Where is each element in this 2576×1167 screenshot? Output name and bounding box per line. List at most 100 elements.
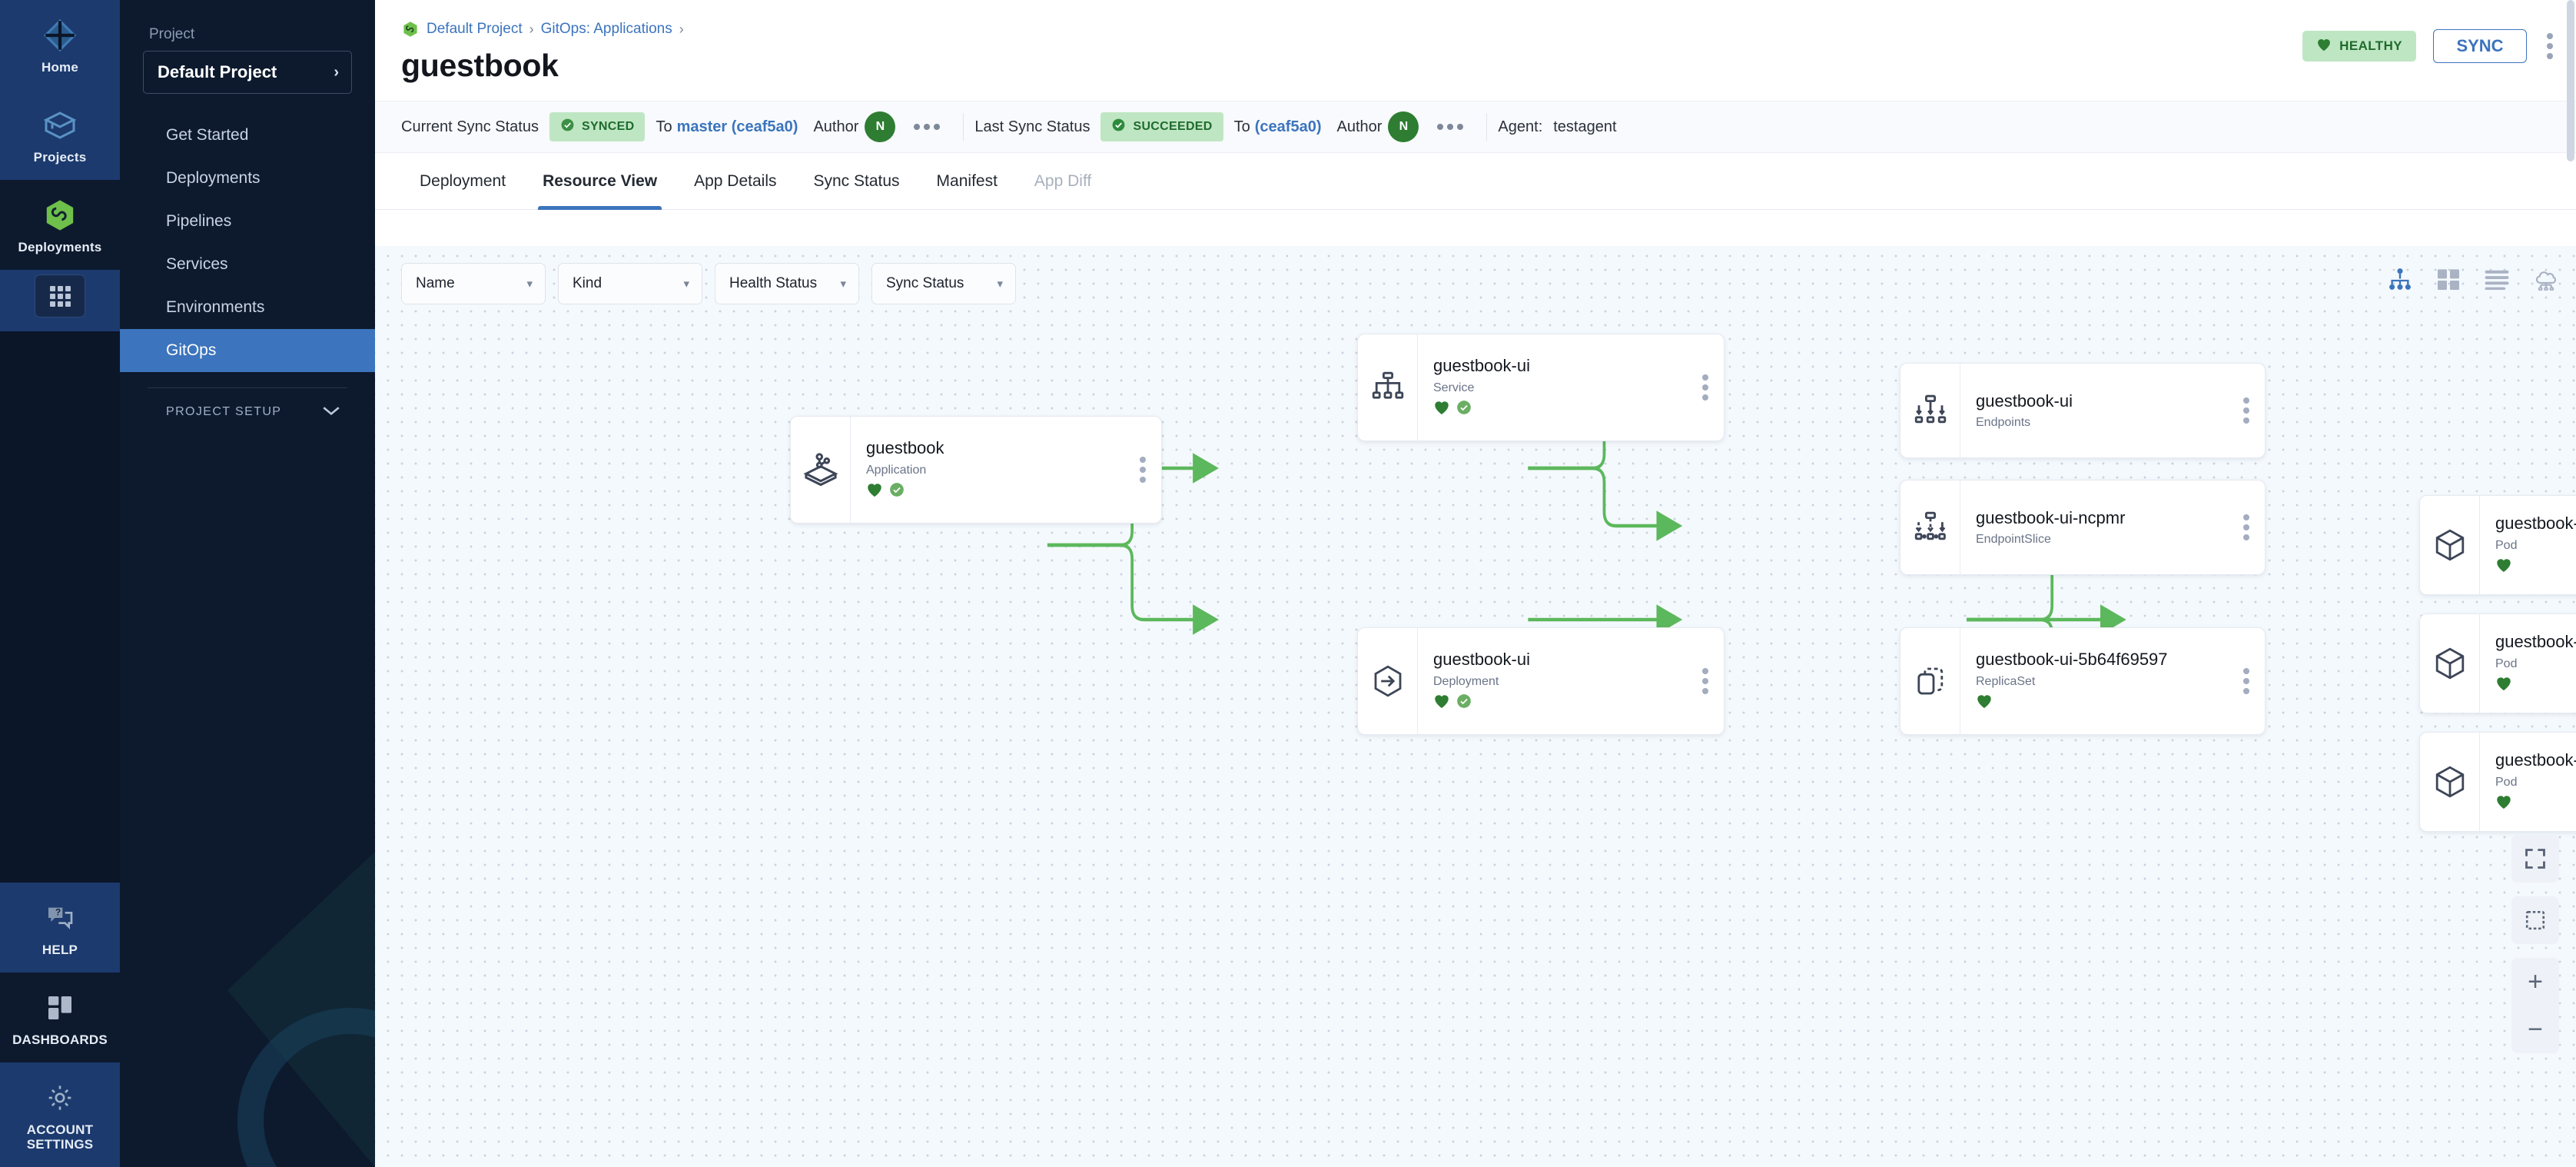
dashboards-icon bbox=[5, 989, 115, 1026]
rail-item-projects[interactable]: Projects bbox=[0, 90, 120, 181]
rail-item-home[interactable]: Home bbox=[0, 0, 120, 91]
replicaset-icon bbox=[1900, 628, 1960, 734]
graph-node-replicaset[interactable]: guestbook-ui-5b64f69597 ReplicaSet bbox=[1900, 627, 2266, 735]
node-menu-service[interactable] bbox=[1702, 374, 1724, 401]
node-menu-replicaset[interactable] bbox=[2243, 668, 2265, 694]
rail-label-account-settings: ACCOUNT SETTINGS bbox=[26, 1122, 94, 1152]
rail-item-deployments[interactable]: Deployments bbox=[0, 180, 120, 271]
breadcrumb-item-gitops-applications[interactable]: GitOps: Applications bbox=[540, 21, 672, 37]
graph-node-deployment[interactable]: guestbook-ui Deployment bbox=[1357, 627, 1725, 735]
network-view-icon[interactable] bbox=[2533, 268, 2559, 294]
gear-icon bbox=[5, 1079, 115, 1116]
zoom-out-icon[interactable]: − bbox=[2528, 1015, 2543, 1044]
node-kind-pod-1: Pod bbox=[2495, 538, 2518, 552]
tab-manifest[interactable]: Manifest bbox=[918, 153, 1016, 209]
filter-name[interactable]: Name ▾ bbox=[401, 263, 546, 304]
last-to-label: To bbox=[1233, 118, 1250, 135]
list-view-icon[interactable] bbox=[2484, 268, 2510, 294]
current-sync-more-icon[interactable] bbox=[914, 124, 941, 130]
node-body-pod-1: guestbook-ui-5b64f6959… Pod bbox=[2480, 514, 2576, 576]
breadcrumb-separator-2: › bbox=[679, 21, 684, 37]
current-author-label: Author bbox=[813, 118, 859, 135]
node-body-pod-2: guestbook-ui-5b64f6959… Pod bbox=[2480, 632, 2576, 694]
rail-item-help[interactable]: ? HELP bbox=[0, 882, 120, 972]
graph-node-endpointslice[interactable]: guestbook-ui-ncpmr EndpointSlice bbox=[1900, 480, 2266, 575]
sidebar-item-deployments[interactable]: Deployments bbox=[120, 157, 375, 200]
project-selector[interactable]: Default Project › bbox=[143, 51, 352, 94]
sidebar-item-get-started[interactable]: Get Started bbox=[120, 114, 375, 157]
filter-sync-status[interactable]: Sync Status ▾ bbox=[871, 263, 1016, 304]
tab-resource-view[interactable]: Resource View bbox=[524, 153, 676, 210]
select-area-icon[interactable] bbox=[2511, 896, 2559, 944]
pod-icon-2 bbox=[2420, 614, 2480, 713]
sidebar-section-project-setup[interactable]: PROJECT SETUP bbox=[120, 388, 375, 436]
home-diamond-icon bbox=[5, 17, 115, 54]
node-badges-deployment bbox=[1433, 694, 1702, 713]
header-more-menu-icon[interactable] bbox=[2544, 30, 2556, 62]
header-actions: HEALTHY SYNC bbox=[2302, 29, 2556, 63]
heart-icon-replicaset bbox=[1976, 693, 1993, 713]
deployments-hex-icon bbox=[5, 197, 115, 234]
page-scrollbar-thumb[interactable] bbox=[2567, 0, 2574, 161]
tab-sync-status[interactable]: Sync Status bbox=[795, 153, 918, 209]
sidebar-item-gitops[interactable]: GitOps bbox=[120, 329, 375, 372]
rail-item-dashboards[interactable]: DASHBOARDS bbox=[0, 972, 120, 1062]
last-sync-more-icon[interactable] bbox=[1437, 124, 1464, 130]
view-toggle-group bbox=[2387, 268, 2559, 294]
heart-icon-service bbox=[1433, 400, 1450, 419]
service-icon bbox=[1358, 334, 1418, 441]
apps-grid-button-wrap bbox=[0, 270, 120, 332]
zoom-in-icon[interactable]: + bbox=[2528, 967, 2543, 996]
last-revision-link[interactable]: (ceaf5a0) bbox=[1254, 118, 1322, 135]
current-revision-link[interactable]: master (ceaf5a0) bbox=[676, 118, 798, 135]
graph-node-pod-2[interactable]: guestbook-ui-5b64f6959… Pod bbox=[2419, 613, 2576, 713]
rail-item-account-settings[interactable]: ACCOUNT SETTINGS bbox=[0, 1062, 120, 1167]
resource-graph-canvas[interactable]: Name ▾ Kind ▾ Health Status ▾ Sync Statu… bbox=[375, 246, 2576, 1167]
deployment-icon bbox=[1358, 628, 1418, 734]
tab-label-app-diff: App Diff bbox=[1034, 171, 1092, 190]
graph-node-pod-3[interactable]: guestbook-ui-5b64f6959… Pod bbox=[2419, 732, 2576, 832]
tab-label-manifest: Manifest bbox=[936, 171, 998, 190]
filter-health-status[interactable]: Health Status ▾ bbox=[715, 263, 859, 304]
tab-app-details[interactable]: App Details bbox=[676, 153, 795, 209]
sync-button[interactable]: SYNC bbox=[2433, 29, 2527, 63]
apps-grid-dots bbox=[49, 285, 71, 307]
sidebar-item-environments[interactable]: Environments bbox=[120, 286, 375, 329]
sidebar-item-pipelines[interactable]: Pipelines bbox=[120, 200, 375, 243]
health-status-badge: HEALTHY bbox=[2302, 31, 2416, 62]
heart-icon-pod-1 bbox=[2495, 557, 2512, 577]
sidebar-item-services[interactable]: Services bbox=[120, 243, 375, 286]
fit-screen-icon[interactable] bbox=[2511, 835, 2559, 883]
agent-label: Agent: bbox=[1498, 118, 1543, 135]
breadcrumb-item-default-project[interactable]: Default Project bbox=[427, 21, 523, 37]
node-kind-pod-3: Pod bbox=[2495, 775, 2518, 789]
graph-node-application[interactable]: guestbook Application bbox=[790, 416, 1162, 524]
rail-label-help: HELP bbox=[41, 942, 78, 957]
node-menu-deployment[interactable] bbox=[1702, 668, 1724, 694]
node-menu-application[interactable] bbox=[1140, 457, 1161, 483]
apps-grid-icon[interactable] bbox=[35, 274, 85, 318]
node-menu-endpoints[interactable] bbox=[2243, 397, 2265, 424]
graph-node-service[interactable]: guestbook-ui Service bbox=[1357, 334, 1725, 441]
current-sync-status-label: Current Sync Status bbox=[401, 118, 539, 135]
sidebar-label-environments: Environments bbox=[166, 298, 265, 316]
graph-node-endpoints[interactable]: guestbook-ui Endpoints bbox=[1900, 363, 2266, 458]
heart-icon bbox=[2316, 38, 2332, 55]
tree-view-icon[interactable] bbox=[2387, 268, 2413, 294]
node-body-endpointslice: guestbook-ui-ncpmr EndpointSlice bbox=[1960, 508, 2243, 547]
tab-deployment[interactable]: Deployment bbox=[401, 153, 524, 209]
node-menu-endpointslice[interactable] bbox=[2243, 514, 2265, 540]
endpointslice-icon bbox=[1900, 480, 1960, 574]
node-kind-service: Service bbox=[1433, 381, 1475, 394]
breadcrumb-separator: › bbox=[529, 21, 534, 37]
tab-label-sync-status: Sync Status bbox=[813, 171, 900, 190]
node-title-pod-3: guestbook-ui-5b64f6959… bbox=[2495, 750, 2576, 770]
graph-node-pod-1[interactable]: guestbook-ui-5b64f6959… Pod bbox=[2419, 495, 2576, 595]
pod-icon-3 bbox=[2420, 733, 2480, 831]
filter-label-name: Name bbox=[416, 275, 455, 291]
current-sync-status-value: SYNCED bbox=[581, 120, 635, 133]
node-title-service: guestbook-ui bbox=[1433, 356, 1530, 376]
grid-view-icon[interactable] bbox=[2436, 268, 2461, 294]
filter-kind[interactable]: Kind ▾ bbox=[558, 263, 702, 304]
